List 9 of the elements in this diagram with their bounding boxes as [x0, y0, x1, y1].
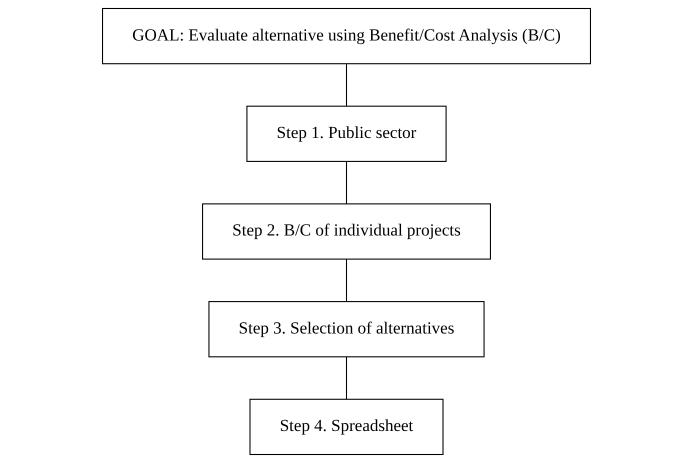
node-box [246, 106, 447, 162]
connector [346, 161, 348, 204]
connector [346, 356, 348, 400]
node-box [249, 398, 444, 456]
node-box [208, 301, 485, 358]
node-box [102, 8, 591, 64]
connector [346, 64, 348, 106]
connector [346, 259, 348, 302]
node-box [202, 203, 491, 260]
